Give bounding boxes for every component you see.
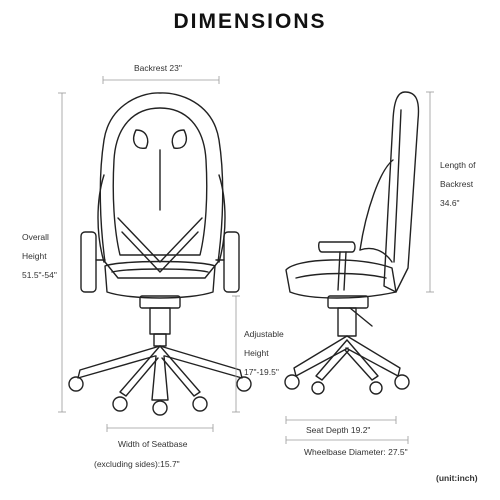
seatbase-width-value: (excluding sides):15.7": [94, 459, 180, 469]
unit-label: (unit:inch): [436, 473, 478, 483]
overall-height-label-1: Overall: [22, 232, 49, 242]
backrest-length-label-1: Length of: [440, 160, 476, 170]
seat-depth-label: Seat Depth 19.2": [306, 425, 371, 435]
front-chair: [68, 92, 252, 416]
wheelbase-label: Wheelbase Diameter: 27.5": [304, 447, 408, 457]
front-backrest: [99, 92, 224, 279]
adjustable-height-label-1: Adjustable: [244, 329, 284, 339]
seatbase-width-label: Width of Seatbase: [118, 439, 188, 449]
side-backrest: [383, 91, 420, 293]
backrest-length-value: 34.6": [440, 198, 460, 208]
adjustable-height-label-2: Height: [244, 348, 269, 358]
overall-height-value: 51.5"-54": [22, 270, 57, 280]
backrest-length-label-2: Backrest: [440, 179, 474, 189]
backrest-width-label: Backrest 23": [134, 63, 182, 73]
side-chair: [284, 91, 420, 395]
adjustable-height-value: 17"-19.5": [244, 367, 279, 377]
page-title: DIMENSIONS: [173, 10, 327, 33]
overall-height-label-2: Height: [22, 251, 47, 261]
